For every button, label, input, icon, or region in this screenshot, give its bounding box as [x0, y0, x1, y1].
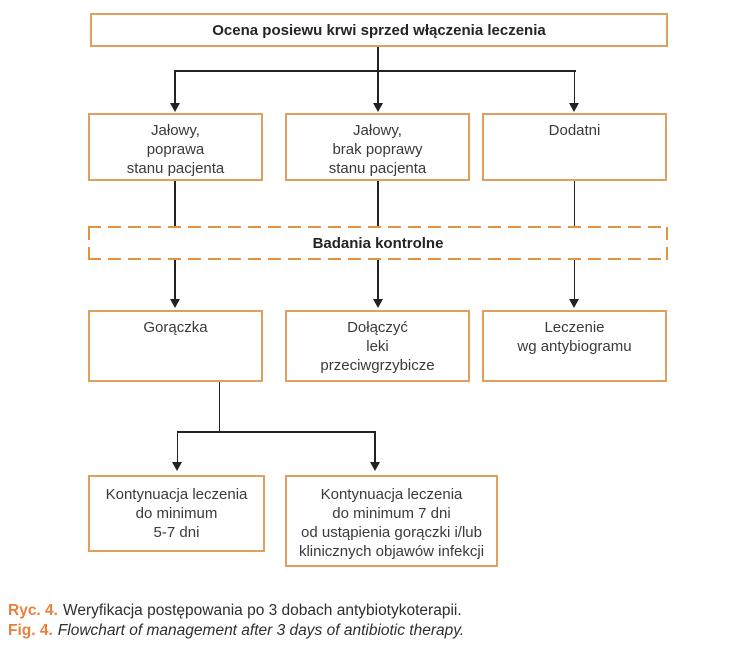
node-fever: Gorączka	[88, 310, 263, 382]
node-treatment-per-antibiogram: Leczenie wg antybiogramu	[482, 310, 667, 382]
caption-line-en: Fig. 4.Flowchart of management after 3 d…	[8, 621, 464, 641]
caption-text-pl: Weryfikacja postępowania po 3 dobach ant…	[62, 602, 462, 619]
node-add-antifungals: Dołączyć leki przeciwgrzybicze	[285, 310, 470, 382]
arrow-down-icon	[372, 103, 383, 112]
node-blood-culture-assessment: Ocena posiewu krwi sprzed włączenia lecz…	[90, 13, 668, 47]
arrow-down-icon	[169, 103, 180, 112]
node-sterile-improved: Jałowy, poprawa stanu pacjenta	[88, 113, 263, 181]
caption-label-pl: Ryc. 4.	[8, 602, 58, 619]
connector-top-branch	[174, 70, 576, 72]
connector-to-sterile-improved	[174, 70, 176, 103]
connector-to-sterile-no-improvement	[377, 70, 379, 103]
arrow-down-icon	[171, 462, 182, 471]
node-follow-up-tests: Badania kontrolne	[88, 226, 668, 260]
node-continue-5-7-days: Kontynuacja leczenia do minimum 5-7 dni	[88, 475, 265, 552]
connector-to-positive	[573, 70, 576, 103]
node-sterile-no-improvement: Jałowy, brak poprawy stanu pacjenta	[285, 113, 470, 181]
node-positive: Dodatni	[482, 113, 667, 181]
arrow-down-icon	[569, 103, 579, 112]
arrow-down-icon	[369, 462, 380, 471]
figure-caption: Ryc. 4.Weryfikacja postępowania po 3 dob…	[8, 601, 464, 641]
caption-label-en: Fig. 4.	[8, 622, 53, 639]
connector-fever-stem	[218, 382, 220, 432]
arrow-down-icon	[169, 299, 180, 308]
caption-line-pl: Ryc. 4.Weryfikacja postępowania po 3 dob…	[8, 601, 464, 621]
arrow-down-icon	[372, 299, 383, 308]
connector-to-continue-7	[374, 431, 376, 462]
node-continue-7-days: Kontynuacja leczenia do minimum 7 dni od…	[285, 475, 498, 567]
arrow-down-icon	[569, 299, 579, 308]
caption-text-en: Flowchart of management after 3 days of …	[57, 622, 465, 639]
connector-fever-branch	[176, 431, 376, 433]
connector-top-stem	[377, 47, 379, 70]
connector-to-continue-5-7	[176, 431, 178, 462]
